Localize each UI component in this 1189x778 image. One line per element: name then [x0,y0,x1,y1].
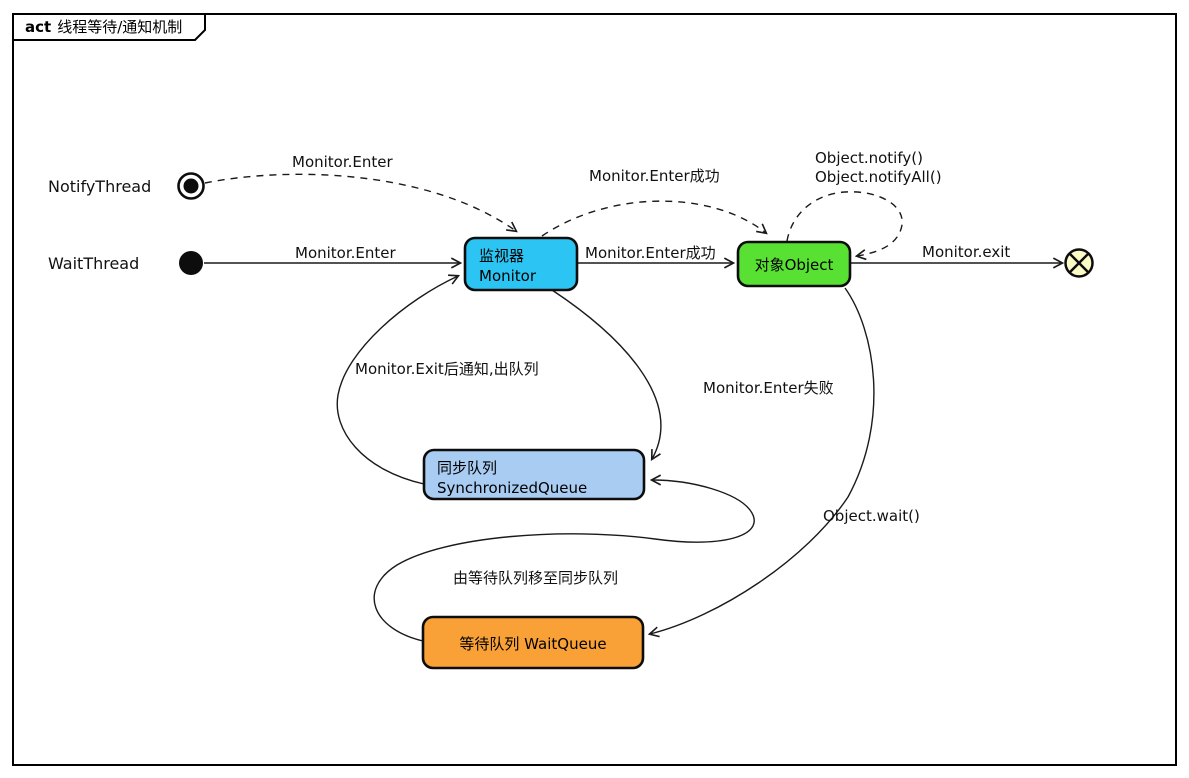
activity-node-wait-queue: 等待队列 WaitQueue [421,615,645,670]
monitor-label-line1: 监视器 [479,247,524,265]
edge-enter-fail [551,289,662,459]
activity-node-synchronized-queue: 同步队列 SynchronizedQueue [422,448,646,501]
wait-queue-box [421,615,645,670]
edge-label-enter-success-dashed: Monitor.Enter成功 [589,167,720,185]
frame-title-tab [12,13,206,41]
object-box [736,240,852,288]
edge-move-to-sync-queue [373,480,755,642]
edge-object-notify-self-loop [786,191,903,256]
synchronized-queue-label-line1: 同步队列 [437,459,497,477]
diagram-title: act 线程等待/通知机制 [25,18,182,36]
edge-label-object-notify-all: Object.notifyAll() [815,168,942,186]
edge-label-enter-fail: Monitor.Enter失败 [703,379,834,397]
edge-label-move-to-sync-queue: 由等待队列移至同步队列 [453,569,618,587]
synchronized-queue-box [422,448,646,501]
edge-label-object-wait: Object.wait() [823,507,920,525]
edge-label-monitor-exit: Monitor.exit [922,243,1010,261]
lane-label-notify-thread: NotifyThread [48,177,151,196]
edge-exit-notify-dequeue [336,276,458,485]
edge-enter-success-dashed [541,200,766,237]
initial-node-wait-icon [179,251,203,275]
monitor-label-line2: Monitor [479,267,537,285]
initial-node-notify-icon [177,172,205,200]
title-text: 线程等待/通知机制 [57,18,182,36]
activity-node-monitor: 监视器 Monitor [463,236,579,292]
edge-label-exit-notify-dequeue: Monitor.Exit后通知,出队列 [355,360,539,378]
object-label: 对象Object [755,256,834,274]
title-keyword: act [25,18,51,36]
monitor-box [463,236,579,292]
wait-queue-label: 等待队列 WaitQueue [459,635,606,653]
edge-label-wait-enter: Monitor.Enter [295,244,397,262]
synchronized-queue-label-line2: SynchronizedQueue [437,479,587,497]
edge-notify-enter [204,173,516,231]
lane-label-wait-thread: WaitThread [48,254,139,273]
flow-final-icon [1064,248,1094,278]
edge-label-object-notify: Object.notify() [815,149,923,167]
edge-object-wait [650,287,875,634]
activity-node-object: 对象Object [736,240,852,288]
edge-label-enter-success-solid: Monitor.Enter成功 [585,244,716,262]
edge-label-notify-enter: Monitor.Enter [292,153,394,171]
